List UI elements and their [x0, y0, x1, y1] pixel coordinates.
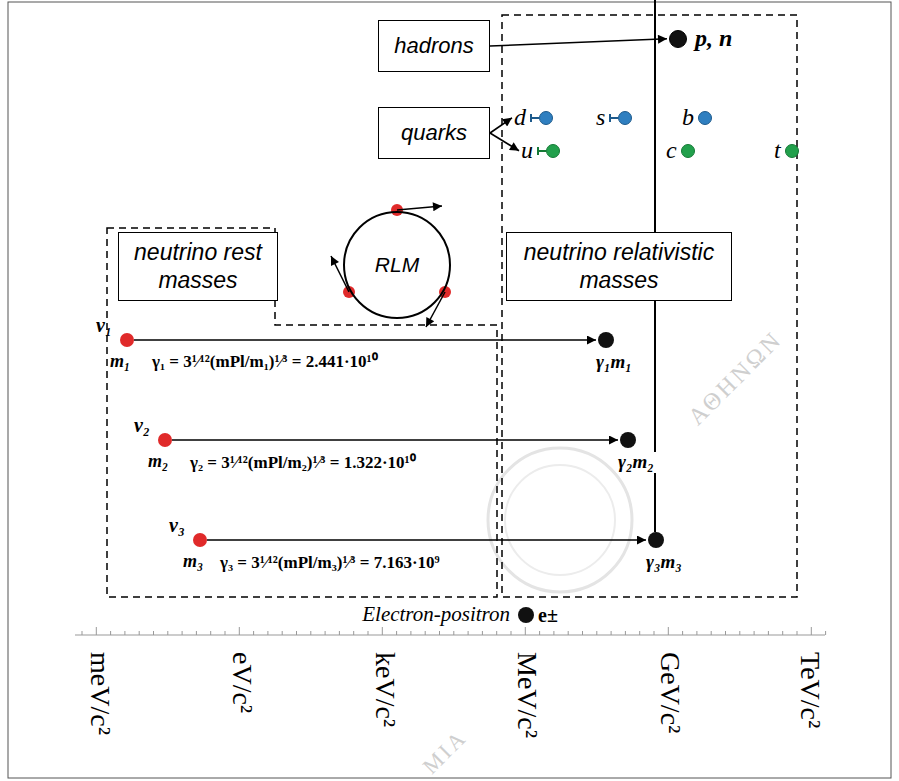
mass-scale-ruler	[75, 627, 826, 635]
arrow-connector	[134, 339, 596, 341]
rlm-ring: RLM	[342, 210, 452, 320]
arrow-connector	[490, 39, 667, 46]
error-bar	[530, 114, 539, 122]
category-box: quarks	[378, 107, 490, 159]
box-label: neutrino rest masses	[127, 239, 269, 294]
rest-mass-dot: ν₁m₁	[120, 333, 134, 347]
particle-label: b	[682, 104, 694, 132]
axis-unit: TeV/c²	[796, 652, 824, 728]
watermark: ΜΙΑ	[419, 726, 471, 778]
quark-marker: u	[521, 137, 560, 165]
quark-marker: d	[514, 104, 553, 132]
quark-marker: t	[774, 137, 799, 165]
particle-label: c	[666, 137, 677, 165]
mass-dot	[546, 144, 560, 158]
particle-name: Electron-positron	[362, 603, 510, 626]
particle-label: u	[521, 137, 533, 165]
hadron-marker: p, n	[669, 25, 732, 53]
error-bar	[609, 114, 618, 122]
quark-marker: b	[682, 104, 712, 132]
category-box: hadrons	[378, 20, 490, 72]
lorentz-factor-formula: γ₂ = 3¹⁄¹²(mPl/m₂)¹⁄³ = 1.322·10¹⁰	[188, 453, 418, 473]
mass-dot	[785, 144, 799, 158]
particle-label: d	[514, 104, 526, 132]
mass-label: m₃	[183, 552, 203, 572]
electron-dot: Electron-positrone±	[518, 607, 534, 623]
dashed-region	[502, 15, 797, 597]
dashed-region	[107, 228, 497, 597]
frame	[8, 2, 891, 778]
arrow-connector	[490, 118, 512, 133]
axis-unit: eV/c²	[228, 652, 256, 713]
ring-label: RLM	[375, 253, 419, 277]
mass-label: γ₂m₂	[616, 452, 656, 473]
mass-dot	[698, 111, 712, 125]
seal-watermark	[488, 448, 632, 592]
axis-unit: meV/c²	[86, 652, 114, 735]
relativistic-mass-dot: γ₁m₁	[598, 332, 614, 348]
mass-dot	[669, 30, 687, 48]
arrow-connector	[172, 439, 618, 441]
category-box: neutrino rest masses	[118, 232, 278, 301]
quark-marker: s	[596, 104, 632, 132]
category-box: neutrino relativistic masses	[506, 232, 732, 301]
particle-label: t	[774, 137, 781, 165]
arrow-connector	[207, 539, 646, 541]
rlm-velocity-arrow	[426, 292, 445, 327]
axis-unit: MeV/c²	[513, 652, 541, 738]
watermark: ΑΘΗΝΩΝ	[684, 327, 787, 430]
mass-label: ν₂	[134, 414, 150, 436]
lorentz-factor-formula: γ₃ = 3¹⁄¹²(mPl/m₃)¹⁄³ = 7.163·10⁹	[218, 553, 442, 573]
rlm-velocity-arrow	[397, 206, 442, 210]
mass-label: e±	[538, 604, 558, 626]
box-label: neutrino relativistic masses	[515, 239, 723, 294]
mass-label: m₂	[148, 452, 168, 472]
mass-label: m₁	[110, 352, 130, 372]
arrow-connector	[490, 133, 519, 151]
rest-mass-dot: ν₃m₃	[193, 533, 207, 547]
rlm-velocity-arrow	[331, 256, 349, 292]
rest-mass-dot: ν₂m₂	[158, 433, 172, 447]
mass-label: ν₁	[96, 314, 112, 336]
quark-marker: c	[666, 137, 695, 165]
relativistic-mass-dot: γ₂m₂	[620, 432, 636, 448]
error-bar	[537, 147, 546, 155]
mass-dot	[539, 111, 553, 125]
mass-label: γ₃m₃	[644, 552, 684, 573]
axis-unit: keV/c²	[371, 652, 399, 727]
seal-watermark	[505, 465, 615, 575]
relativistic-mass-dot: γ₃m₃	[648, 532, 664, 548]
mass-label: γ₁m₁	[594, 352, 634, 373]
mass-label: ν₃	[169, 514, 185, 536]
axis-unit: GeV/c²	[656, 652, 684, 733]
box-label: hadrons	[394, 33, 474, 59]
mass-dot	[681, 144, 695, 158]
particle-label: s	[596, 104, 605, 132]
mass-dot	[618, 111, 632, 125]
particle-label: p, n	[695, 25, 732, 53]
lorentz-factor-formula: γ₁ = 3¹⁄¹²(mPl/m₁)¹⁄³ = 2.441·10¹⁰	[150, 352, 380, 372]
box-label: quarks	[401, 120, 467, 146]
